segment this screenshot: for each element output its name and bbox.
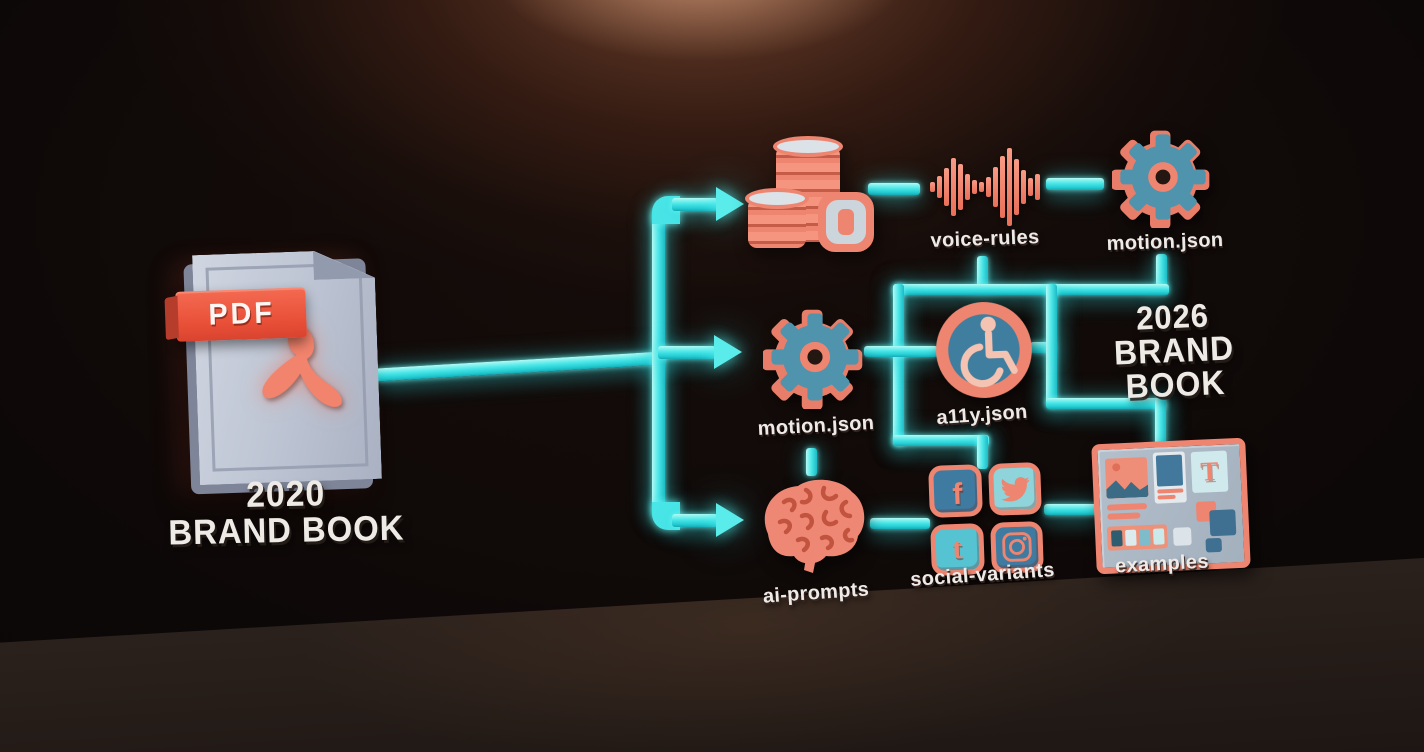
typography-tile: T <box>1190 450 1229 494</box>
connector-branch-top <box>672 198 718 211</box>
tumblr-glyph: t <box>951 532 963 566</box>
arrowhead-bottom <box>716 503 744 537</box>
facebook-glyph: f <box>951 477 963 511</box>
coin-face <box>818 192 874 252</box>
connector-brain-social <box>870 518 930 529</box>
brain-icon <box>754 472 874 578</box>
gear-icon <box>1112 130 1210 228</box>
coin-stack-front <box>745 188 809 248</box>
label-motion-json-middle: motion.json <box>757 411 875 441</box>
swatch-square <box>1209 509 1237 537</box>
connector-bracket-vertical <box>1046 284 1057 406</box>
pdf-badge-label: PDF <box>207 296 275 332</box>
typography-glyph: T <box>1199 455 1220 487</box>
instagram-camera-icon <box>1001 532 1032 562</box>
connector-left-drop <box>893 284 904 446</box>
label-a11y-json: a11y.json <box>935 400 1029 430</box>
pdf-badge: PDF <box>175 287 307 342</box>
connector-gear-a11y <box>864 346 938 357</box>
arrowhead-middle <box>714 335 742 369</box>
connector-social-examples <box>1044 504 1098 515</box>
image-thumbnail <box>1104 457 1149 499</box>
coins-icon <box>745 134 874 254</box>
connector-branch-middle <box>658 346 716 359</box>
facebook-icon: f <box>928 464 983 518</box>
output-title: 2026 BRAND BOOK <box>1054 295 1294 408</box>
acrobat-logo-icon <box>262 325 342 407</box>
accessibility-icon <box>931 297 1037 406</box>
label-motion-json-top: motion.json <box>1106 228 1224 256</box>
connector-motion-brain <box>806 448 817 476</box>
gear-icon <box>763 309 863 409</box>
label-voice-rules: voice-rules <box>930 226 1040 252</box>
source-name: BRAND BOOK <box>167 508 405 553</box>
arrowhead-top <box>716 187 744 221</box>
text-line <box>1106 503 1148 511</box>
connector-voice-gear <box>1046 178 1104 190</box>
connector-examples-drop <box>1155 398 1166 452</box>
twitter-bird-icon <box>1000 476 1030 502</box>
connector-busbar <box>893 284 1169 295</box>
floor <box>0 544 1424 752</box>
connector-a11y-right <box>1030 342 1054 353</box>
connector-social-drop <box>977 435 988 469</box>
connector-main <box>375 351 665 382</box>
source-node-pdf: PDF <box>175 249 382 495</box>
connector-motion-top-down <box>1156 254 1167 290</box>
social-grid-icon: f t <box>928 462 1044 576</box>
output-name: BRAND BOOK <box>1113 329 1235 407</box>
connector-branch-trunk <box>652 210 665 516</box>
waveform-icon <box>926 146 1044 228</box>
connector-voice-down <box>977 256 988 290</box>
color-palette <box>1106 524 1168 551</box>
text-line <box>1107 512 1141 520</box>
twitter-icon <box>987 462 1042 516</box>
connector-branch-bottom <box>672 514 718 527</box>
instagram-icon <box>989 520 1044 574</box>
small-tile <box>1172 527 1192 546</box>
source-title: 2020 BRAND BOOK <box>147 472 424 553</box>
connector-bracket-bottom <box>1046 398 1166 409</box>
connector-a11y-bottom <box>893 435 989 446</box>
connector-coins-voice <box>868 183 920 195</box>
card-mockup <box>1152 451 1187 504</box>
